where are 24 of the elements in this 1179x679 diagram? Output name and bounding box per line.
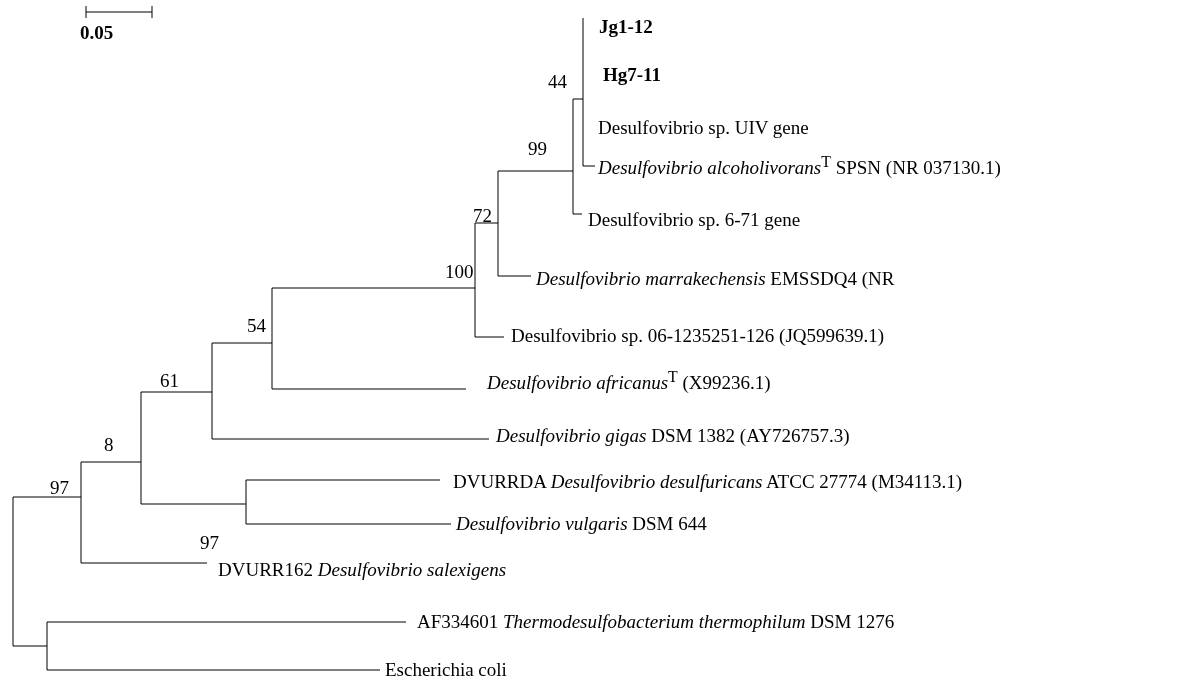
bootstrap-value: 61 [160, 370, 179, 392]
bootstrap-value: 8 [104, 434, 114, 456]
taxon-label: Desulfovibrio sp. 06-1235251-126 (JQ599639.1) [511, 325, 885, 347]
taxon-label: DVURRDA Desulfovibrio desulfuricans ATCC 27774 (M34113.1) [453, 471, 963, 493]
bootstrap-value: 99 [528, 138, 547, 160]
bootstrap-value: 97 [50, 477, 69, 499]
bootstrap-value: 72 [473, 205, 492, 227]
taxon-label: Escherichia coli [385, 659, 507, 679]
taxon-label: Jg1-12 [599, 16, 653, 38]
taxon-label: Desulfovibrio vulgaris DSM 644 [456, 513, 707, 535]
taxon-label: Desulfovibrio sp. 6-71 gene [588, 209, 801, 231]
taxon-label: AF334601 Thermodesulfobacterium thermophilum DSM 1276 [417, 611, 895, 633]
bootstrap-value: 97 [200, 532, 219, 554]
taxon-label: Desulfovibrio gigas DSM 1382 (AY726757.3) [496, 425, 850, 447]
bootstrap-value: 44 [548, 71, 567, 93]
scale-value: 0.05 [80, 22, 114, 44]
bootstrap-value: 54 [247, 315, 266, 337]
taxon-label: Desulfovibrio alcoholivorans$^{T}$ SPSN (NR 037130.1) [598, 152, 1001, 180]
taxon-label: Desulfovibrio sp. UIV gene [598, 117, 809, 139]
bootstrap-value: 100 [445, 261, 474, 283]
taxon-label: Desulfovibrio marrakechensis EMSSDQ4 (NR [536, 268, 895, 290]
taxon-label: Desulfovibrio africanus$^{T}$ (X99236.1) [487, 367, 771, 395]
taxon-label: DVURR162 Desulfovibrio salexigens [218, 559, 507, 581]
taxon-label: Hg7-11 [603, 64, 662, 86]
